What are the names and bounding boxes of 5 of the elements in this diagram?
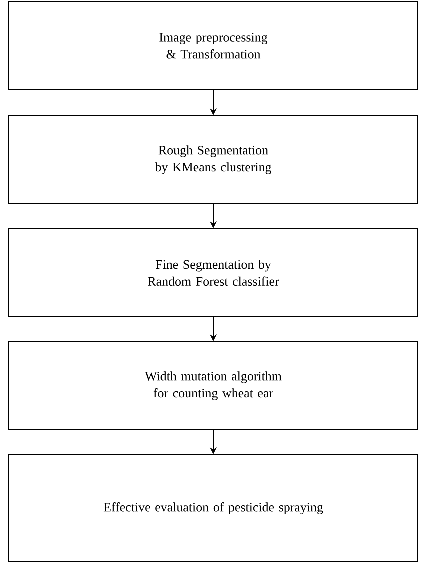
process-box: Effective evaluation of pesticide spraying [8,454,418,562]
process-box: Image preprocessing & Transformation [8,2,418,90]
process-box: Width mutation algorithm for counting wheat ear [8,342,418,430]
process-box: Rough Segmentation by KMeans clustering [8,116,418,204]
process-box: Fine Segmentation by Random Forest classifier [8,228,418,318]
